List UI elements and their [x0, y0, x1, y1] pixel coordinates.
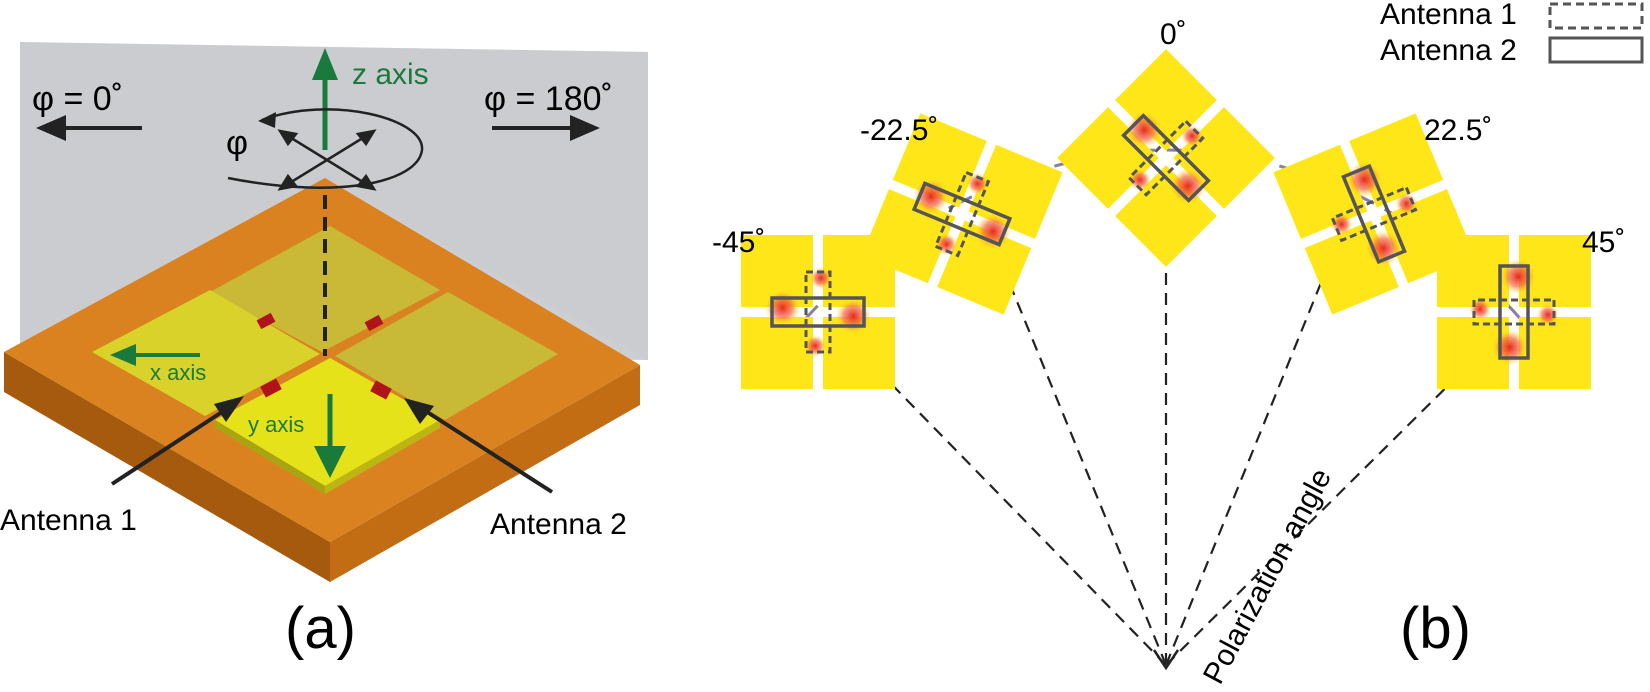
antenna1-outline [1472, 298, 1556, 326]
patch-right [335, 292, 558, 420]
patch-square [741, 317, 813, 389]
antenna2-outline [1341, 163, 1407, 265]
antenna-tile [861, 113, 1063, 315]
caption-b: (b) [1400, 596, 1471, 661]
phi-180-arrow-head [570, 115, 600, 141]
phi-symbol: φ [226, 124, 248, 162]
feed-block [260, 378, 282, 398]
z-axis-head [312, 48, 338, 80]
antenna2-label: Antenna 2 [490, 508, 627, 541]
legend-antenna1-label: Antenna 1 [1380, 0, 1517, 31]
panel-b: Antenna 1 Antenna 2 -45˚ -22.5˚ 0˚ 22.5˚… [712, 0, 1644, 689]
angle-label-22: 22.5˚ [1424, 114, 1492, 147]
substrate-side-right [330, 365, 640, 582]
y-axis-label: y axis [248, 412, 304, 437]
rotation-ellipse-head [258, 112, 276, 128]
substrate-side-left [4, 352, 330, 582]
patch-bottom-edge2 [325, 420, 440, 494]
rotation-ellipse [227, 108, 424, 189]
angle-label-neg22: -22.5˚ [860, 114, 938, 147]
angle-label-45: 45˚ [1582, 226, 1625, 259]
legend-antenna1-swatch [1548, 2, 1644, 30]
convergence-arrowhead [1152, 649, 1180, 671]
y-axis-head [314, 446, 346, 478]
patch-square [937, 220, 1032, 315]
z-axis-label: z axis [352, 58, 429, 91]
plane-overlay [20, 42, 648, 360]
antenna1-pointer-head [214, 396, 244, 422]
feed-block [370, 380, 392, 400]
patch-square [1437, 317, 1509, 389]
antenna-tiles [741, 49, 1591, 389]
antenna1-outline [1127, 119, 1205, 197]
legend-antenna2-label: Antenna 2 [1380, 34, 1517, 67]
antenna1-outline [804, 270, 832, 354]
antenna1-outline [933, 170, 991, 258]
phi-zero-label: φ = 0˚ [32, 80, 123, 118]
rays [859, 200, 1485, 666]
phi-zero-arrow-head [36, 115, 66, 141]
legend-antenna2-swatch [1548, 36, 1644, 64]
polarization-angle-label: Polarization angle [1197, 463, 1338, 689]
patch-square [1437, 235, 1509, 307]
field-hotspot [1170, 168, 1206, 204]
patch-square [1519, 235, 1591, 307]
antenna2-pointer-head [404, 398, 434, 424]
cross-arrows [277, 129, 377, 191]
caption-a: (a) [285, 596, 356, 661]
antenna2-outline [1498, 264, 1530, 360]
antenna1-label: Antenna 1 [0, 504, 137, 537]
patch-square [1519, 317, 1591, 389]
angle-label-neg45: -45˚ [712, 226, 765, 259]
feed-block [256, 312, 276, 330]
patch-bottom-edge [215, 420, 325, 494]
field-hotspot [1536, 303, 1559, 326]
field-hotspot [809, 267, 832, 290]
antenna1-pointer [110, 406, 230, 486]
antenna2-outline [911, 181, 1013, 247]
antenna-tile [1437, 235, 1591, 389]
antenna1-outline [1330, 185, 1418, 243]
angle-label-0: 0˚ [1160, 18, 1187, 51]
antenna2-pointer [422, 408, 554, 494]
feed-block [364, 314, 384, 332]
antenna-tile [1057, 49, 1275, 267]
substrate-top [4, 178, 640, 542]
x-axis-label: x axis [150, 360, 206, 385]
phi-180-label: φ = 180˚ [484, 80, 613, 118]
antenna2-outline [1121, 113, 1211, 203]
patch-square [892, 113, 987, 208]
field-hotspot [1126, 112, 1162, 148]
antenna2-outline [770, 296, 866, 328]
x-axis-head [110, 344, 136, 366]
panel-a: z axis φ φ = 0˚ φ = 180˚ x axis y axis [0, 42, 648, 661]
field-hotspot [1181, 125, 1203, 147]
